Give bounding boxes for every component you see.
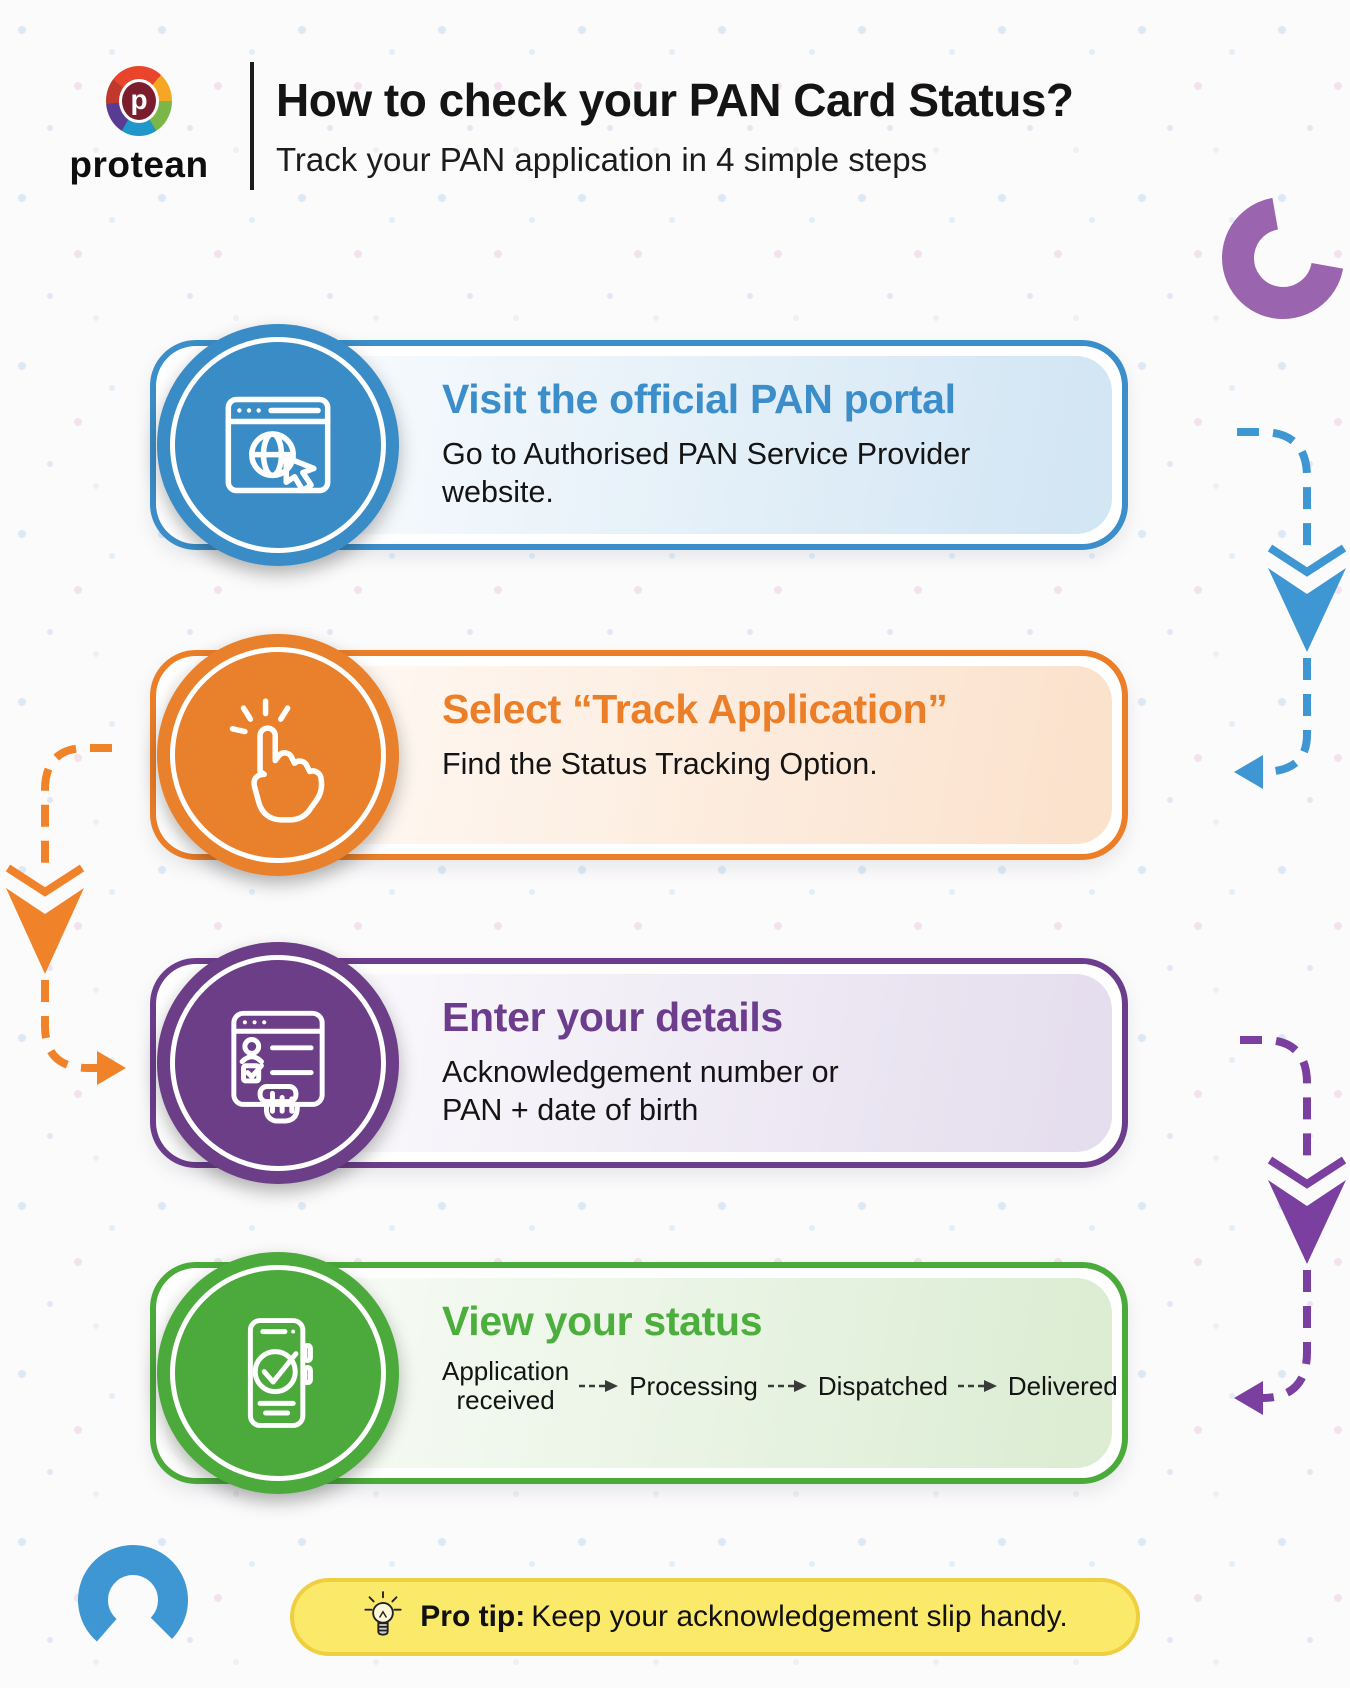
logo-wordmark: protean [69, 144, 209, 185]
header-divider [250, 62, 254, 190]
step-3-icon-circle [157, 942, 399, 1184]
phone-check-icon [247, 1318, 313, 1428]
browser-globe-icon [225, 396, 331, 494]
connector-arrow-step2-step3 [5, 744, 126, 1085]
status-flow: Application received Processing Dispatch… [442, 1356, 1118, 1416]
pro-tip-label: Pro tip: [420, 1600, 526, 1633]
form-details-icon [231, 1010, 325, 1124]
step-1-icon-circle [157, 324, 399, 566]
step-1-title: Visit the official PAN portal [442, 376, 956, 422]
purple-arc-decoration [1222, 197, 1344, 319]
connector-arrow-step1-step2 [1234, 428, 1347, 789]
status-application-received: Application received [442, 1356, 570, 1416]
step-3-description: Acknowledgement number or PAN + date of … [442, 1055, 839, 1128]
status-dispatched: Dispatched [817, 1370, 948, 1401]
page-title: How to check your PAN Card Status? [276, 74, 1074, 126]
step-1-description: Go to Authorised PAN Service Provider we… [442, 437, 971, 510]
protean-logo-icon: p [106, 66, 172, 136]
tap-click-icon [229, 698, 325, 823]
step-4-title: View your status [442, 1298, 763, 1344]
header: p protean How to check your PAN Card Sta… [40, 62, 1074, 190]
lightbulb-icon [364, 1591, 402, 1636]
step-3-title: Enter your details [442, 994, 783, 1040]
flow-arrow-icon [579, 1380, 619, 1393]
page-subtitle: Track your PAN application in 4 simple s… [276, 141, 928, 178]
step-2-title: Select “Track Application” [442, 686, 948, 732]
connector-arrow-step3-step4 [1234, 1036, 1347, 1415]
logo-letter: p [119, 79, 159, 123]
pro-tip-text: Pro tip:Keep your acknowledgement slip h… [420, 1600, 1067, 1634]
flow-arrow-icon [767, 1380, 807, 1393]
pro-tip-message: Keep your acknowledgement slip handy. [531, 1600, 1068, 1633]
blue-arc-decoration [78, 1545, 188, 1655]
pro-tip-banner: Pro tip:Keep your acknowledgement slip h… [290, 1578, 1140, 1656]
status-processing: Processing [629, 1370, 758, 1401]
step-4-icon-circle [157, 1252, 399, 1494]
status-delivered: Delivered [1007, 1370, 1118, 1401]
step-2-icon-circle [157, 634, 399, 876]
flow-arrow-icon [957, 1380, 997, 1393]
step-2-description: Find the Status Tracking Option. [442, 747, 878, 781]
protean-logo: p protean [40, 66, 238, 186]
